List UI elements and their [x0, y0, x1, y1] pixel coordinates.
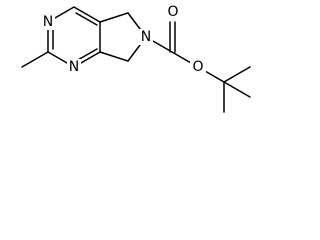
atom-labels: N N N O O — [41, 4, 206, 75]
atom-label-n-pyrimidine-bottom: N — [69, 59, 79, 75]
atom-label-o-carbonyl: O — [167, 4, 178, 20]
atom-label-n-pyrrolidine: N — [141, 29, 151, 45]
bond-c4-c4a-inner — [75, 12, 98, 26]
atom-n-pyrrolidine: N — [139, 29, 153, 45]
atom-n-pyrimidine-bottom: N — [67, 59, 81, 75]
bond-tbu-methyl-right — [223, 81, 251, 98]
bond-tbu-methyl-up — [223, 66, 251, 83]
bond-c7-c7a — [99, 51, 129, 62]
molecule-structure: N N N O O — [21, 4, 251, 113]
bonds — [21, 6, 251, 113]
atom-n-pyrimidine-top: N — [41, 14, 55, 30]
atom-label-o-ester: O — [192, 59, 203, 75]
atom-o-ester: O — [190, 59, 206, 75]
atom-label-n-pyrimidine-top: N — [43, 14, 53, 30]
bond-c2-methyl — [21, 51, 49, 68]
bond-c4-c4a — [73, 6, 101, 23]
atom-o-carbonyl: O — [165, 4, 181, 20]
bond-c4a-c5 — [99, 12, 129, 23]
